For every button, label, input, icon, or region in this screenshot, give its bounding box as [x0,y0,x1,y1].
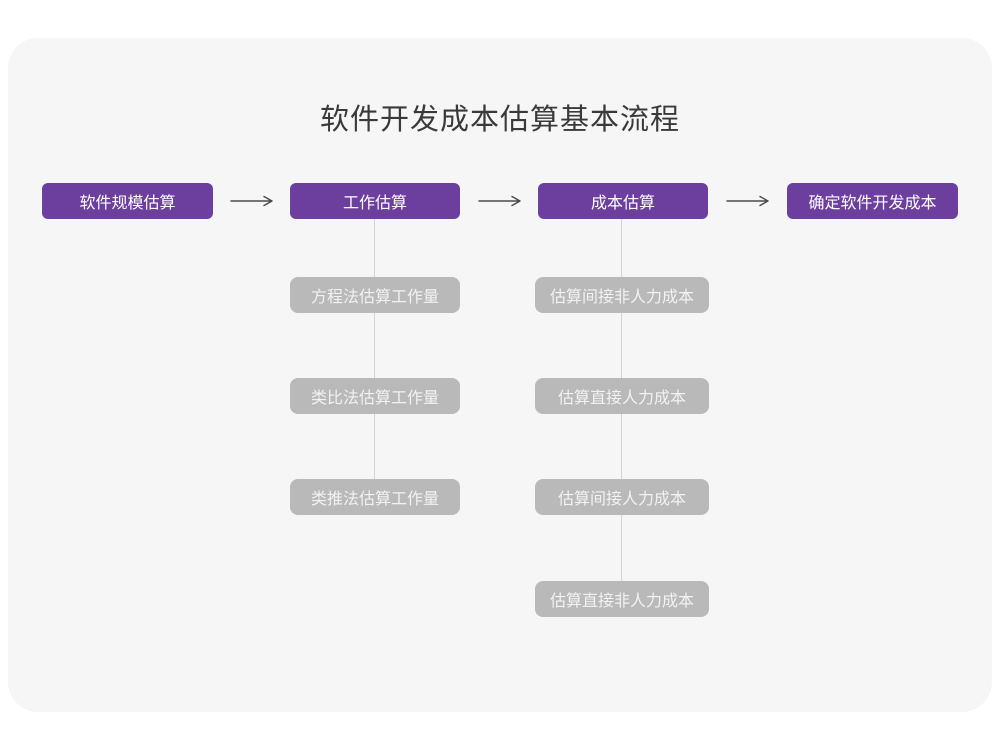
sub-node-extrapolation-method: 类推法估算工作量 [290,479,460,515]
flow-node-cost-estimation: 成本估算 [538,183,708,219]
sub-node-equation-method: 方程法估算工作量 [290,277,460,313]
connector-line-work-estimation [374,219,375,497]
arrow-right-icon [726,195,769,207]
sub-node-direct-labor-cost: 估算直接人力成本 [535,378,709,414]
arrow-right-icon [478,195,521,207]
flowchart-canvas: 软件开发成本估算基本流程 软件规模估算 工作估算 成本估算 确定软件开发成本 方 [8,38,992,712]
flow-node-label: 软件规模估算 [79,195,176,212]
sub-node-label: 类推法估算工作量 [310,491,439,508]
sub-node-label: 方程法估算工作量 [310,289,439,306]
sub-node-label: 估算直接人力成本 [557,390,686,407]
sub-node-label: 估算间接人力成本 [557,491,686,508]
sub-node-indirect-labor-cost: 估算间接人力成本 [535,479,709,515]
sub-node-analogy-method: 类比法估算工作量 [290,378,460,414]
sub-node-label: 估算直接非人力成本 [549,593,694,610]
flow-node-label: 成本估算 [590,195,655,212]
diagram-title: 软件开发成本估算基本流程 [319,104,680,136]
flow-node-determine-dev-cost: 确定软件开发成本 [787,183,958,219]
flow-node-software-scale-estimation: 软件规模估算 [42,183,213,219]
flow-node-work-estimation: 工作估算 [290,183,460,219]
arrow-right-icon [230,195,273,207]
flow-node-label: 工作估算 [342,195,407,212]
sub-node-label: 估算间接非人力成本 [549,289,694,306]
sub-node-label: 类比法估算工作量 [310,390,439,407]
sub-node-direct-nonlabor-cost: 估算直接非人力成本 [535,581,709,617]
flow-node-label: 确定软件开发成本 [808,195,937,212]
sub-node-indirect-nonlabor-cost: 估算间接非人力成本 [535,277,709,313]
